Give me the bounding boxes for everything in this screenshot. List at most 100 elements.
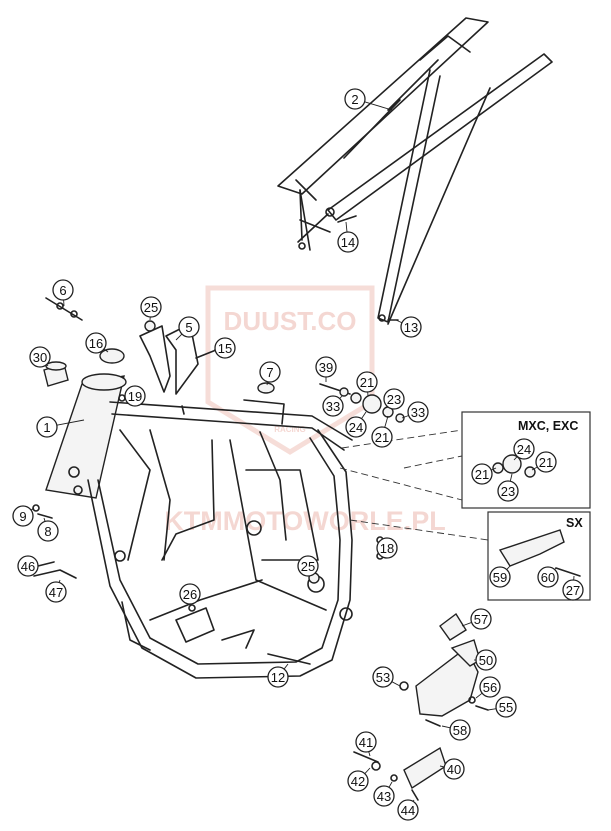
callout-33: 33 [407, 401, 429, 423]
callout-number: 33 [411, 405, 425, 420]
callout-number: 59 [493, 570, 507, 585]
callout-number: 53 [376, 670, 390, 685]
callout-6: 6 [52, 279, 74, 301]
callout-21: 21 [356, 371, 378, 393]
callout-47: 47 [45, 581, 67, 603]
callout-16: 16 [85, 332, 107, 354]
callout-number: 19 [128, 389, 142, 404]
callout-number: 47 [49, 585, 63, 600]
callout-number: 43 [377, 789, 391, 804]
callout-circle [12, 505, 34, 527]
callout-circle [470, 608, 492, 630]
callout-leader-40 [439, 765, 445, 768]
callout-number: 46 [21, 559, 35, 574]
callout-number: 58 [453, 723, 467, 738]
variant-box-mxc-exc-title: MXC, EXC [518, 419, 578, 433]
callout-40: 40 [443, 758, 465, 780]
callout-leader-21 [384, 415, 389, 428]
callout-circle [383, 388, 405, 410]
callout-43: 43 [373, 785, 395, 807]
callout-leader-24 [513, 456, 518, 461]
callout-number: 18 [380, 541, 394, 556]
callout-circle [36, 416, 58, 438]
callout-circle [347, 770, 369, 792]
main-frame [45, 373, 353, 679]
callout-circle [345, 416, 367, 438]
callout-44: 44 [397, 799, 419, 821]
callout-leader-1 [56, 419, 85, 426]
callout-53: 53 [372, 666, 394, 688]
callout-25: 25 [140, 296, 162, 318]
variant-box-mxc-exc: MXC, EXC [461, 411, 591, 509]
callout-number: 21 [360, 375, 374, 390]
callout-leader-33 [401, 415, 409, 419]
callout-leader-57 [461, 622, 472, 627]
watermark: DUUST.CO RACING KTMMOTOWORLE.PL [164, 285, 446, 536]
leader-lines [30, 101, 575, 802]
callout-27: 27 [562, 579, 584, 601]
callout-circle [471, 463, 493, 485]
callout-circle [397, 799, 419, 821]
callout-number: 41 [359, 735, 373, 750]
callout-leader-5 [175, 333, 183, 341]
callout-24: 24 [345, 416, 367, 438]
subframe [277, 17, 553, 325]
callout-number: 26 [183, 587, 197, 602]
callout-leader-2 [364, 101, 393, 111]
callout-number: 8 [44, 524, 51, 539]
callout-number: 60 [541, 570, 555, 585]
callout-circle [479, 676, 501, 698]
callout-circle [179, 583, 201, 605]
callout-number: 30 [33, 350, 47, 365]
callout-circle [489, 566, 511, 588]
callout-12: 12 [267, 666, 289, 688]
callout-number: 50 [479, 653, 493, 668]
callout-leader-21 [491, 467, 497, 471]
callout-number: 44 [401, 803, 415, 818]
callout-9: 9 [12, 505, 34, 527]
callout-59: 59 [489, 566, 511, 588]
callout-50: 50 [475, 649, 497, 671]
callouts: 1256789121314151618192121212123232424252… [12, 88, 584, 821]
callout-leader-55 [487, 708, 497, 711]
callout-number: 16 [89, 336, 103, 351]
callout-19: 19 [124, 385, 146, 407]
callout-number: 33 [326, 399, 340, 414]
callout-33: 33 [322, 395, 344, 417]
callout-number: 25 [144, 300, 158, 315]
callout-21: 21 [535, 451, 557, 473]
watermark-site: KTMMOTOWORLE.PL [164, 506, 445, 536]
callout-circle [355, 731, 377, 753]
callout-15: 15 [214, 337, 236, 359]
callout-55: 55 [495, 696, 517, 718]
callout-number: 42 [351, 774, 365, 789]
callout-circle [537, 566, 559, 588]
callout-circle [315, 356, 337, 378]
callout-leader-58 [441, 725, 451, 729]
callout-circle [140, 296, 162, 318]
variant-box-sx-title: SX [566, 516, 583, 530]
watermark-small-text: RACING [274, 425, 306, 434]
callout-number: 25 [301, 559, 315, 574]
callout-number: 6 [59, 283, 66, 298]
callout-circle [497, 480, 519, 502]
callout-number: 57 [474, 612, 488, 627]
callout-circle [562, 579, 584, 601]
callout-21: 21 [371, 426, 393, 448]
callout-circle [45, 581, 67, 603]
callout-26: 26 [179, 583, 201, 605]
callout-circle [407, 401, 429, 423]
callout-number: 21 [375, 430, 389, 445]
callout-leader-12 [283, 663, 289, 670]
callout-21: 21 [471, 463, 493, 485]
small-parts [29, 215, 489, 801]
callout-number: 55 [499, 700, 513, 715]
callout-leader-59 [506, 565, 511, 570]
callout-14: 14 [337, 231, 359, 253]
callout-circle [495, 696, 517, 718]
callout-number: 24 [349, 420, 363, 435]
callout-23: 23 [383, 388, 405, 410]
callout-circle [371, 426, 393, 448]
callout-circle [337, 231, 359, 253]
